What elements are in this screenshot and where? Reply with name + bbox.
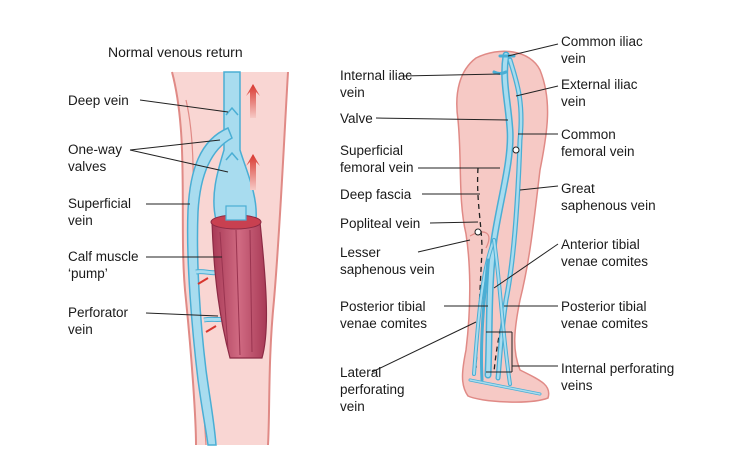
label-lateral-perforating-vein: Lateral perforating vein — [340, 365, 405, 414]
label-one-way-valves: One-way valves — [68, 142, 123, 174]
label-popliteal-vein: Popliteal vein — [340, 216, 421, 231]
right-leg-illustration — [456, 50, 550, 403]
label-common-femoral-vein: Common femoral vein — [561, 127, 635, 159]
label-superficial-femoral-vein: Superficial femoral vein — [340, 143, 414, 175]
label-calf-muscle-pump: Calf muscle ‘pump’ — [68, 249, 139, 281]
label-lesser-saphenous-vein: Lesser saphenous vein — [340, 245, 435, 277]
label-superficial-vein: Superficial vein — [68, 196, 132, 228]
left-panel-title: Normal venous return — [108, 44, 243, 60]
label-valve: Valve — [340, 111, 373, 126]
label-common-iliac-vein: Common iliac vein — [561, 34, 643, 66]
left-leader-lines — [129, 99, 229, 317]
label-perforator-vein: Perforator vein — [68, 305, 129, 337]
label-deep-fascia: Deep fascia — [340, 187, 412, 202]
label-internal-iliac-vein: Internal iliac vein — [340, 68, 413, 100]
label-external-iliac-vein: External iliac vein — [561, 77, 638, 109]
calf-muscle — [211, 221, 268, 359]
label-anterior-tibial-venae-comites: Anterior tibial venae comites — [561, 237, 649, 269]
label-posterior-tibial-venae-comites-left: Posterior tibial venae comites — [340, 299, 428, 331]
left-limb-illustration — [171, 71, 289, 446]
flow-arrow-upper — [246, 84, 260, 118]
left-superficial-vein — [186, 127, 233, 446]
label-internal-perforating-veins: Internal perforating veins — [561, 361, 675, 393]
right-leader-lines — [371, 43, 559, 373]
label-posterior-tibial-venae-comites-right: Posterior tibial venae comites — [561, 299, 649, 331]
label-deep-vein: Deep vein — [68, 93, 129, 108]
label-great-saphenous-vein: Great saphenous vein — [561, 181, 656, 213]
flow-arrow-lower — [246, 154, 260, 190]
